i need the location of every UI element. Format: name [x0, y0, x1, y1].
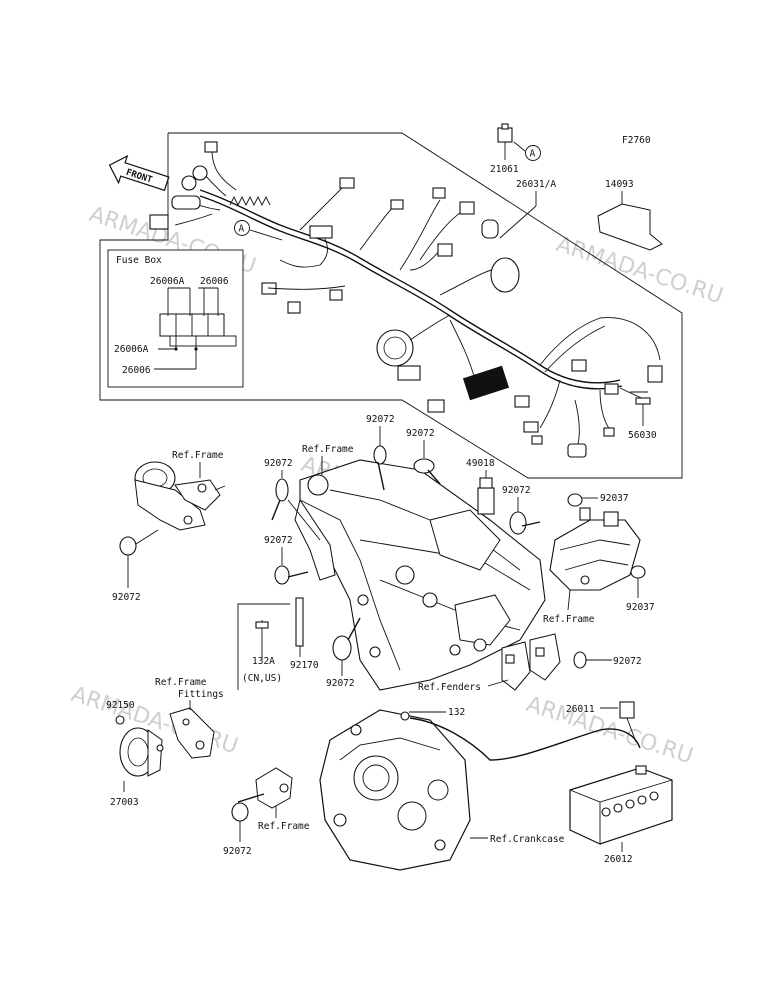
svg-text:92072: 92072	[223, 846, 252, 857]
horn-fittings-icon	[169, 707, 215, 759]
fuse-label-3: 26006A	[114, 344, 149, 355]
clamp-92072-f: 92072	[326, 617, 361, 689]
svg-text:92072: 92072	[264, 535, 293, 546]
clip-92037-a: 92037	[567, 493, 629, 507]
svg-text:A: A	[530, 149, 536, 160]
svg-text:92072: 92072	[366, 414, 395, 425]
ref-fenders: Ref.Fenders	[418, 682, 481, 693]
meter-connector-icon	[376, 329, 414, 367]
label-132: 132	[448, 707, 465, 718]
svg-text:92072: 92072	[112, 592, 141, 603]
ref-frame-right: Ref.Frame	[543, 614, 595, 625]
relay-icon	[477, 487, 495, 515]
nut-92150-icon	[115, 715, 125, 725]
fuse-label-4: 26006	[122, 365, 151, 376]
fuse-box-panel: Fuse Box 26006A 26006 26006A 26006	[107, 249, 244, 388]
ref-frame-horn: Ref.Frame	[155, 677, 207, 688]
watermark-5: ARMADA-CO.RU	[523, 692, 696, 769]
clip-92037-b: 92037	[626, 565, 655, 613]
svg-text:92072: 92072	[613, 656, 642, 667]
label-26011: 26011	[566, 704, 595, 715]
clamp-92072-h: 92072	[573, 651, 642, 669]
label-92150: 92150	[106, 700, 135, 711]
label-21061: 21061	[490, 164, 519, 175]
clamp-92072-a: 92072	[366, 414, 395, 491]
right-bracket-icon	[549, 507, 641, 591]
battery-cable-icon	[409, 717, 641, 761]
lower-bracket-icon	[237, 767, 293, 809]
label-132a: 132A	[252, 656, 275, 667]
ref-frame-center: Ref.Frame	[302, 444, 354, 455]
terminal-26011-icon	[619, 701, 635, 719]
fuse-box-title: Fuse Box	[116, 255, 162, 266]
ref-frame-lower: Ref.Frame	[258, 821, 310, 832]
svg-text:92072: 92072	[326, 678, 355, 689]
clamp-92072-b: 92072	[406, 428, 441, 485]
label-26012: 26012	[604, 854, 633, 865]
wire-harness-icon	[149, 141, 663, 458]
fender-brackets-icon	[501, 633, 561, 691]
label-92170: 92170	[290, 660, 319, 671]
svg-text:92037: 92037	[626, 602, 655, 613]
callout-a-1: A	[234, 220, 283, 241]
harness-boundary	[99, 132, 683, 479]
bolt-132-icon	[400, 711, 410, 721]
label-132a-note: (CN,US)	[242, 673, 282, 684]
fuse-label-1: 26006A	[150, 276, 185, 287]
svg-text:92072: 92072	[502, 485, 531, 496]
clamp-92072-c: 92072	[502, 485, 541, 535]
clamp-92072-g: 92072	[112, 529, 159, 603]
connector-block-icon	[462, 365, 510, 401]
ref-fittings: Fittings	[178, 689, 224, 700]
label-27003: 27003	[110, 797, 139, 808]
ref-crankcase: Ref.Crankcase	[490, 834, 565, 845]
horn-icon	[119, 727, 164, 777]
label-56030: 56030	[628, 430, 657, 441]
label-14093: 14093	[605, 179, 634, 190]
clamp-92072-e: 92072	[264, 535, 309, 585]
connector-21061-icon	[497, 127, 513, 143]
strap-92170-icon	[295, 597, 304, 647]
label-26031a: 26031/A	[516, 179, 556, 190]
fuse-label-2: 26006	[200, 276, 229, 287]
svg-text:A: A	[239, 224, 245, 235]
ref-frame-left: Ref.Frame	[172, 450, 224, 461]
crankcase-icon	[319, 709, 471, 871]
svg-text:92037: 92037	[600, 493, 629, 504]
frame-center-icon	[294, 459, 546, 691]
label-49018: 49018	[466, 458, 495, 469]
figure-code: F2760	[622, 135, 651, 146]
svg-text:92072: 92072	[264, 458, 293, 469]
cover-plate-icon	[597, 203, 663, 251]
bolt-132a-box	[237, 603, 290, 690]
battery-icon	[569, 765, 673, 845]
callout-a-2: A	[513, 141, 541, 161]
ignition-bracket-icon	[134, 461, 226, 531]
svg-text:92072: 92072	[406, 428, 435, 439]
clamp-92072-d: 92072	[264, 458, 321, 541]
front-arrow-icon: FRONT	[108, 154, 170, 192]
bolt-132a-icon	[255, 621, 269, 629]
clamp-92072-i: 92072	[223, 802, 252, 857]
